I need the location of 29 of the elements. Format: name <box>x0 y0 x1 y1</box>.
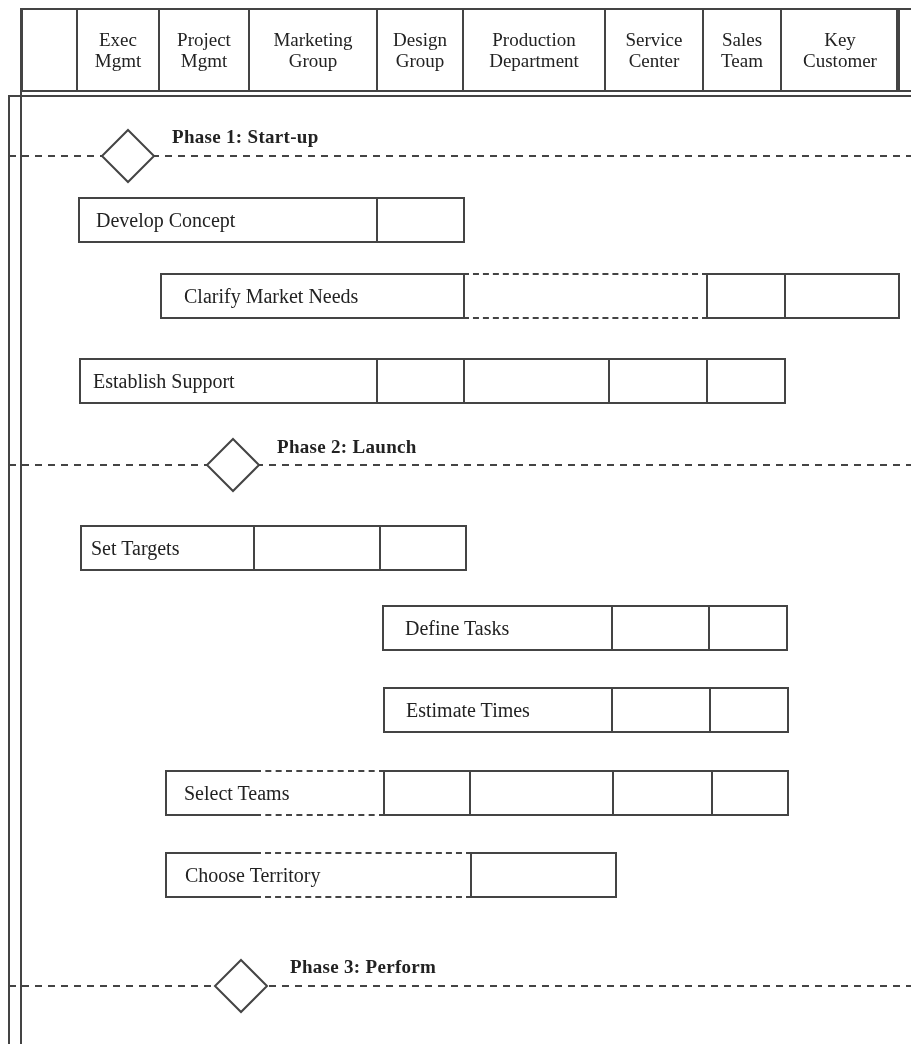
empty-task-cell <box>470 852 617 898</box>
phase-heading: Phase 1: Start-up <box>172 126 319 148</box>
task-label: Choose Territory <box>185 863 321 887</box>
task-box <box>160 273 708 319</box>
column-header: Marketing Group <box>248 8 378 92</box>
task-label: Define Tasks <box>405 616 510 640</box>
task-box <box>78 197 378 243</box>
phase-heading: Phase 3: Perform <box>290 956 437 978</box>
phase-heading: Phase 2: Launch <box>277 436 417 458</box>
milestone-diamond <box>213 958 269 1014</box>
task-box <box>382 605 613 651</box>
column-header: Exec Mgmt <box>76 8 160 92</box>
task-box <box>383 687 613 733</box>
task-label: Develop Concept <box>96 208 236 232</box>
milestone-diamond <box>205 437 261 493</box>
column-header: Key Customer <box>780 8 900 92</box>
milestone-diamond <box>100 128 156 184</box>
task-label: Clarify Market Needs <box>184 284 359 308</box>
task-label: Select Teams <box>184 781 290 805</box>
column-header: Production Department <box>462 8 606 92</box>
task-box <box>79 358 378 404</box>
task-label: Establish Support <box>93 369 235 393</box>
column-header: Project Mgmt <box>158 8 250 92</box>
column-header: Sales Team <box>702 8 782 92</box>
empty-task-cell <box>376 197 465 243</box>
task-label: Estimate Times <box>406 698 530 722</box>
column-header: Design Group <box>376 8 464 92</box>
column-header: Service Center <box>604 8 704 92</box>
task-label: Set Targets <box>91 536 180 560</box>
